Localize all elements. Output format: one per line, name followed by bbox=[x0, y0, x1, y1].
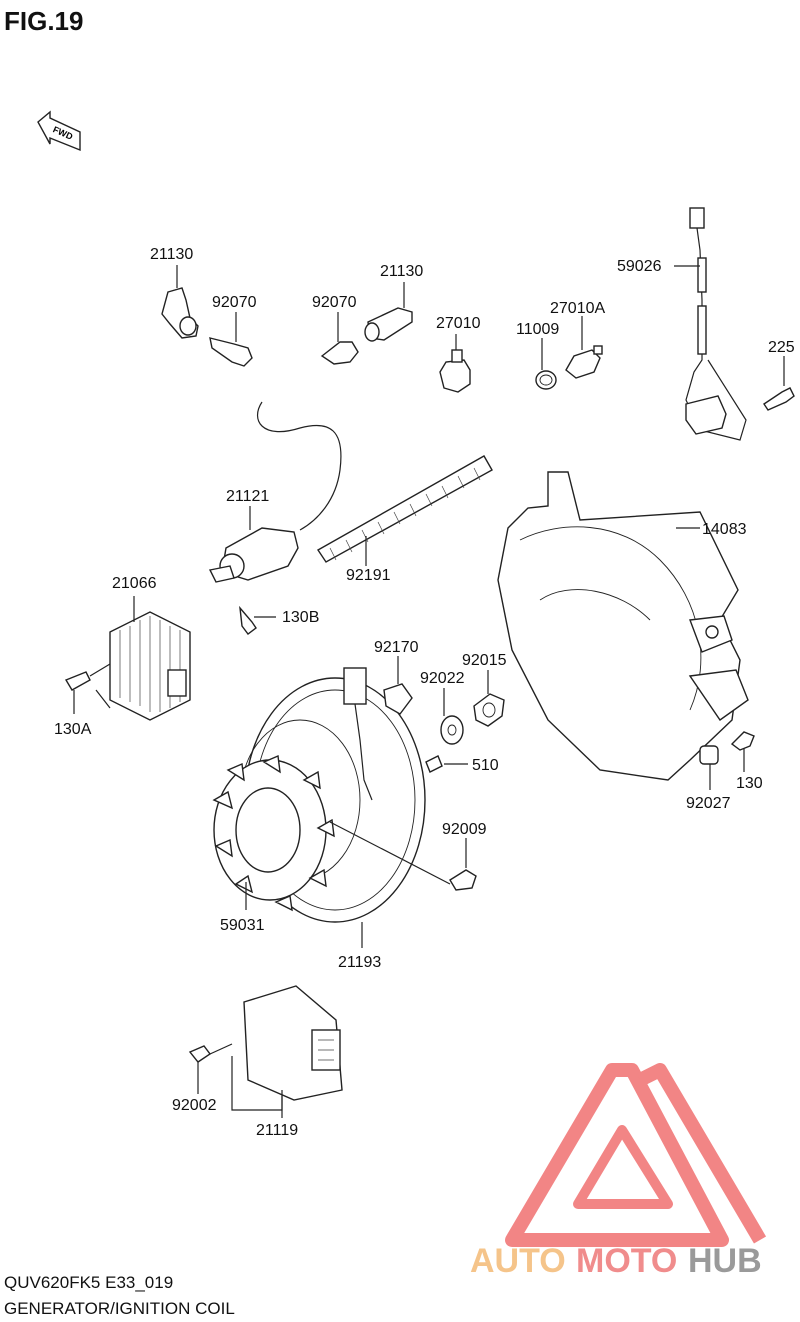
tube-92191 bbox=[316, 455, 493, 566]
regulator-21066 bbox=[109, 596, 191, 721]
bolt-225 bbox=[763, 356, 795, 411]
label-21130-left: 21130 bbox=[150, 246, 193, 263]
footer-caption: GENERATOR/IGNITION COIL bbox=[4, 1299, 235, 1318]
stator-59031 bbox=[212, 754, 335, 912]
bolt-130A bbox=[64, 663, 111, 714]
ignition-coil-21121 bbox=[208, 401, 342, 583]
nut-92015 bbox=[473, 670, 505, 727]
label-92022: 92022 bbox=[420, 670, 465, 687]
cover-14083 bbox=[497, 471, 749, 781]
key-510 bbox=[425, 755, 468, 773]
label-59026: 59026 bbox=[617, 258, 662, 275]
label-92191: 92191 bbox=[346, 567, 391, 584]
clamp-92170 bbox=[343, 656, 413, 801]
label-27010A: 27010A bbox=[550, 300, 605, 317]
watermark-hub: HUB bbox=[688, 1242, 762, 1280]
label-510: 510 bbox=[472, 757, 499, 774]
gasket-11009 bbox=[535, 338, 557, 390]
collar-92027 bbox=[699, 745, 719, 790]
bolt-130 bbox=[730, 731, 755, 772]
label-225: 225 bbox=[768, 339, 795, 356]
bolt-92002 bbox=[188, 1043, 233, 1094]
spark-plug-cap-left bbox=[161, 265, 199, 339]
fwd-arrow-icon: FWD bbox=[37, 110, 81, 152]
label-92070-left: 92070 bbox=[212, 294, 257, 311]
label-11009: 11009 bbox=[516, 321, 559, 338]
label-130: 130 bbox=[736, 775, 763, 792]
label-21193: 21193 bbox=[338, 954, 381, 971]
sensor-27010A bbox=[565, 316, 603, 379]
label-92009: 92009 bbox=[442, 821, 487, 838]
label-130A: 130A bbox=[54, 721, 92, 738]
bolt-92009 bbox=[329, 821, 477, 891]
label-21130-mid: 21130 bbox=[380, 263, 423, 280]
spark-plug-cap-mid bbox=[364, 282, 413, 342]
label-92027: 92027 bbox=[686, 795, 731, 812]
bolt-130B bbox=[239, 605, 276, 635]
automotohub-logo-icon bbox=[505, 1063, 767, 1247]
washer-92022 bbox=[440, 688, 464, 745]
figure-title: FIG.19 bbox=[4, 6, 83, 36]
label-21066: 21066 bbox=[112, 575, 157, 592]
cdi-unit-21119 bbox=[231, 985, 343, 1118]
label-92070-mid: 92070 bbox=[312, 294, 357, 311]
label-14083: 14083 bbox=[702, 521, 747, 538]
label-92015: 92015 bbox=[462, 652, 507, 669]
watermark-auto: AUTO bbox=[470, 1242, 566, 1280]
label-92002: 92002 bbox=[172, 1097, 217, 1114]
label-21121: 21121 bbox=[226, 488, 269, 505]
label-21119: 21119 bbox=[256, 1122, 298, 1139]
label-92170: 92170 bbox=[374, 639, 419, 656]
switch-27010 bbox=[439, 334, 471, 393]
label-27010: 27010 bbox=[436, 315, 481, 332]
footer-model-code: QUV620FK5 E33_019 bbox=[4, 1273, 173, 1292]
sensor-harness-59026 bbox=[674, 207, 747, 441]
spring-left bbox=[209, 312, 253, 367]
watermark-moto: MOTO bbox=[576, 1242, 677, 1280]
label-59031: 59031 bbox=[220, 917, 265, 934]
spring-mid bbox=[320, 312, 359, 365]
watermark-text: AUTO MOTO HUB bbox=[470, 1242, 762, 1280]
label-130B: 130B bbox=[282, 609, 319, 626]
